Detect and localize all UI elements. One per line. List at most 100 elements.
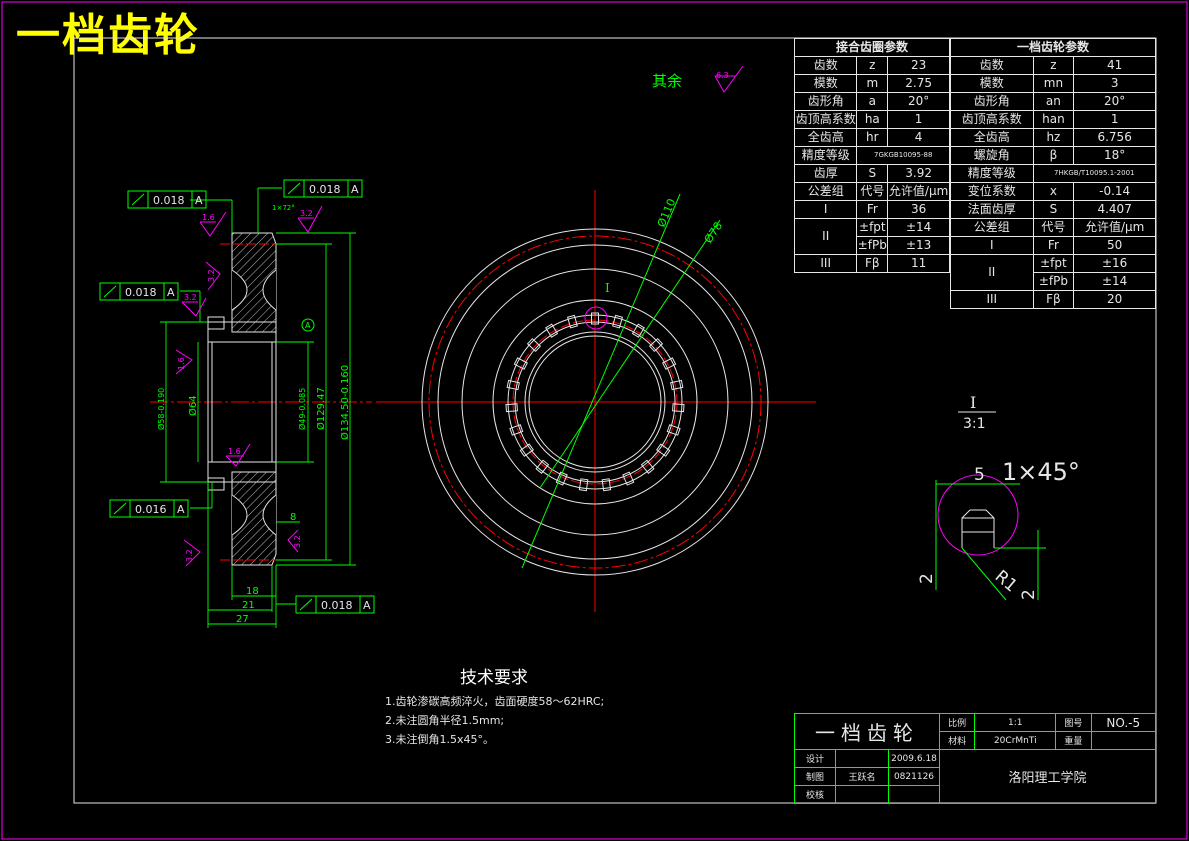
table-cell: 36: [887, 200, 950, 219]
table-cell: S: [1032, 200, 1075, 219]
dim-w21: 21: [242, 600, 255, 611]
table-row: ±fPb±13: [795, 236, 950, 255]
spline-tooth: [555, 471, 568, 486]
table-cell: Fβ: [856, 254, 889, 273]
table-cell: 23: [887, 56, 950, 75]
spline-tooth: [591, 312, 599, 325]
table-cell: 1: [1073, 110, 1156, 129]
table-cell: 11: [887, 254, 950, 273]
spline-tooth: [670, 379, 684, 391]
spline-tooth: [506, 379, 520, 391]
table-cell: ±fpt: [856, 218, 889, 237]
table-cell: 1: [887, 110, 950, 129]
spline-tooth: [526, 337, 542, 353]
table-cell: S: [856, 164, 889, 183]
table-cell: 2.75: [887, 74, 950, 93]
table-cell: 全齿高: [793, 128, 858, 147]
table-cell: 50: [1073, 236, 1156, 255]
tb-design-date: 2009.6.18: [888, 749, 940, 768]
spline-tooth: [648, 337, 664, 353]
table-cell: han: [1032, 110, 1075, 129]
table-cell: II: [950, 254, 1034, 291]
table-cell: an: [1032, 92, 1075, 111]
tech-item: 2.未注圆角半径1.5mm;: [385, 714, 505, 727]
table-cell: 3.92: [887, 164, 950, 183]
table-cell: 公差组: [950, 218, 1034, 237]
table-row: 公差组代号允许值/μm: [950, 218, 1156, 237]
table-cell: 代号: [856, 182, 889, 201]
table-cell: ±fPb: [856, 236, 889, 255]
datum-a-circle: [301, 318, 315, 332]
spline-tooth: [601, 478, 612, 492]
table-cell: 精度等级: [793, 146, 858, 165]
tech-item: 1.齿轮渗碳高频淬火，齿面硬度58～62HRC;: [385, 695, 605, 708]
roughness-rest-value: 6.3: [716, 71, 729, 80]
dim-w27: 27: [236, 614, 249, 625]
table-cell: 4.407: [1073, 200, 1156, 219]
table-cell: II: [793, 218, 858, 255]
table-cell: Fβ: [1032, 290, 1075, 309]
table-cell: ha: [856, 110, 889, 129]
tech-requirements: 技术要求 1.齿轮渗碳高频淬火，齿面硬度58～62HRC; 2.未注圆角半径1.…: [385, 663, 604, 749]
title-block: 一档齿轮 比例 1:1 图号 NO.-5 材料 20CrMnTi 重量 设计 2…: [794, 713, 1157, 804]
detail-label: I: [970, 393, 976, 412]
tb-school: 洛阳理工学院: [939, 749, 1156, 804]
table-cell: 齿数: [950, 56, 1034, 75]
ra-2: 3.2: [300, 209, 313, 218]
table-cell: -0.14: [1073, 182, 1156, 201]
roughness-rest-label: 其余: [652, 72, 682, 90]
table-cell: z: [1032, 56, 1075, 75]
table-cell: 齿形角: [793, 92, 858, 111]
spline-tooth: [661, 357, 677, 370]
table-cell: 螺旋角: [950, 146, 1034, 165]
tb-scale-value: 1:1: [974, 713, 1057, 732]
table-cell: 允许值/μm: [887, 182, 950, 201]
tb-no-label: 图号: [1055, 713, 1092, 732]
spline-tooth: [505, 403, 518, 413]
tb-check-label: 校核: [794, 785, 836, 804]
table-header: 接合齿圈参数: [794, 38, 950, 57]
table-cell: ±13: [887, 236, 950, 255]
spline-tooth: [656, 443, 671, 457]
table-cell: 齿数: [793, 56, 858, 75]
table-row: II±fpt±14: [793, 218, 950, 255]
table-row: 公差组代号允许值/μm: [793, 182, 950, 201]
spline-tooth: [631, 323, 645, 338]
tb-part-name: 一档齿轮: [794, 713, 940, 750]
table-cell: 齿厚: [793, 164, 858, 183]
spline-tooth: [519, 443, 534, 457]
table-cell: 模数: [950, 74, 1034, 93]
spline-tooth: [612, 314, 623, 329]
detail-dim-5: 5: [974, 465, 985, 485]
table-cell: 7HKGB/T10095.1-2001: [1032, 164, 1157, 183]
dim-d129: Ø129.47: [315, 387, 327, 430]
table-cell: β: [1032, 146, 1075, 165]
tb-scale-label: 比例: [938, 713, 976, 732]
table-cell: 4: [887, 128, 950, 147]
dim-w18: 18: [246, 586, 259, 597]
spline-tooth: [535, 459, 550, 474]
table-cell: 允许值/μm: [1073, 218, 1156, 237]
tech-heading: 技术要求: [460, 668, 528, 688]
drawing-frame: [73, 37, 1157, 804]
dim-d49: Ø49-0.085: [297, 388, 307, 430]
section-view: Ø134.50-0.160 Ø129.47 Ø49-0.085 Ø58-0.19…: [99, 179, 375, 628]
tol-4: 0.016: [135, 503, 167, 516]
table-cell: 3: [1073, 74, 1156, 93]
ra-1: 1.6: [202, 213, 215, 222]
spline-tooth: [578, 478, 589, 492]
spline-tooth: [622, 471, 635, 486]
table-row: ±fPb±14: [951, 272, 1156, 291]
